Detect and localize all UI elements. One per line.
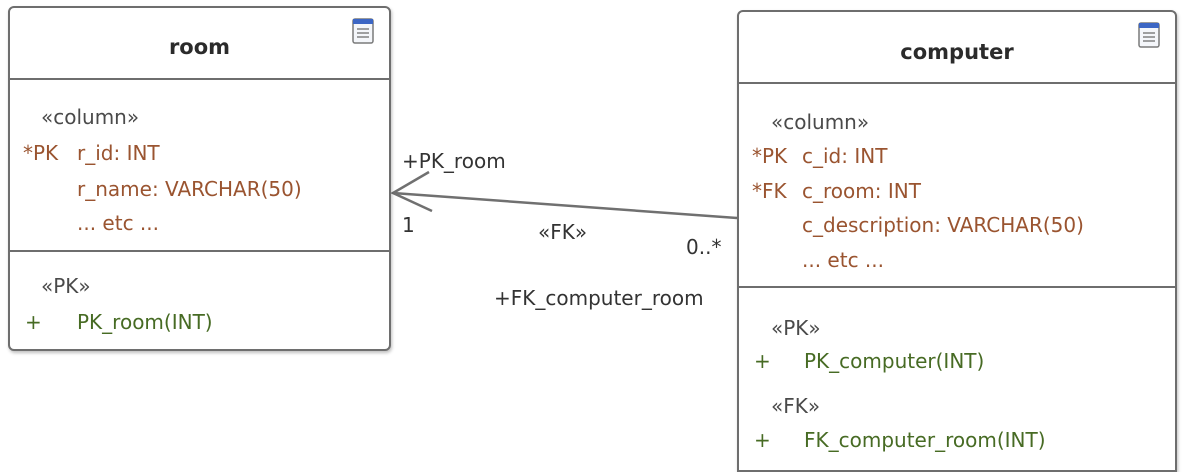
- operation-stereotype: «PK»: [41, 274, 91, 298]
- column-key-prefix: *FK: [752, 179, 787, 203]
- section-divider: [739, 286, 1175, 288]
- column-name: c_room: INT: [802, 179, 921, 203]
- source-role-label: +FK_computer_room: [494, 286, 704, 310]
- open-arrowhead-icon: [390, 170, 433, 213]
- table-title: computer: [900, 40, 1014, 64]
- title-divider: [10, 78, 389, 80]
- operation-visibility: +: [754, 428, 771, 452]
- operation-stereotype: «PK»: [771, 316, 821, 340]
- column-row: *PK: [23, 141, 58, 165]
- room-table[interactable]: room «column» *PK r_id: INT r_name: VARC…: [8, 6, 391, 351]
- column-name: c_description: VARCHAR(50): [802, 213, 1084, 237]
- column-key-prefix: *PK: [752, 144, 788, 168]
- title-divider: [739, 82, 1175, 84]
- connector-line: [392, 191, 738, 220]
- column-name: r_name: VARCHAR(50): [77, 177, 302, 201]
- operation-name: FK_computer_room(INT): [804, 428, 1046, 452]
- column-name: ... etc ...: [77, 211, 160, 235]
- column-name: r_id: INT: [77, 141, 160, 165]
- table-icon: [1138, 22, 1160, 48]
- target-multiplicity-label: 1: [402, 213, 415, 237]
- table-icon: [352, 18, 374, 44]
- column-key-prefix: *PK: [23, 141, 59, 165]
- section-divider: [10, 250, 389, 252]
- column-stereotype: «column»: [771, 110, 870, 134]
- column-name: ... etc ...: [802, 248, 885, 272]
- target-role-label: +PK_room: [402, 149, 506, 173]
- table-title: room: [168, 35, 231, 59]
- operation-visibility: +: [25, 310, 42, 334]
- operation-name: PK_room(INT): [77, 310, 213, 334]
- column-stereotype: «column»: [41, 105, 140, 129]
- operation-visibility: +: [754, 349, 771, 373]
- operation-name: PK_computer(INT): [804, 349, 985, 373]
- computer-table[interactable]: computer «column» *PK c_id: INT *FK c_ro…: [737, 10, 1177, 472]
- connector-stereotype-label: «FK»: [538, 220, 588, 244]
- operation-stereotype: «FK»: [771, 394, 821, 418]
- source-multiplicity-label: 0..*: [686, 235, 722, 259]
- column-name: c_id: INT: [802, 144, 888, 168]
